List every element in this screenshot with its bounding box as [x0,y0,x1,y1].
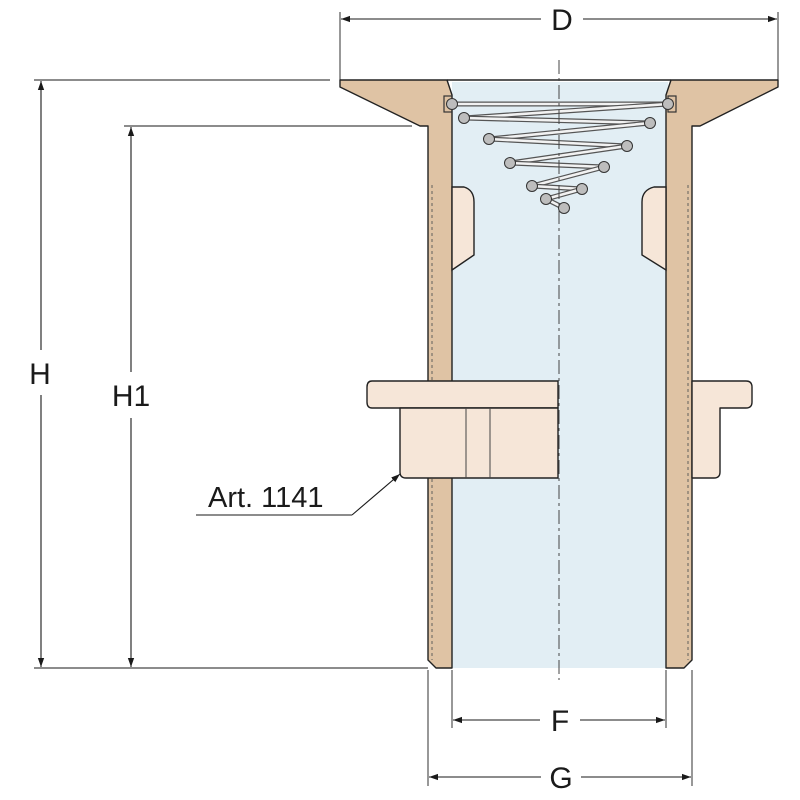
nut-right-profile [691,380,753,479]
nut-left-section [366,380,559,409]
spring [443,95,677,214]
body-left-wall [339,79,453,669]
callout-label: Art. 1141 [208,482,324,514]
dim-H1-label: H1 [112,380,150,413]
groove-left [451,186,475,272]
callout-leader [351,473,401,516]
dim-G-label: G [549,762,572,795]
bore-space [452,82,668,668]
body-right-wall [665,79,779,669]
dim-F-label: F [551,705,569,738]
groove-right [641,186,667,272]
dim-H-label: H [29,358,51,391]
dim-D-label: D [551,4,573,37]
nut-left-lower [399,407,559,479]
